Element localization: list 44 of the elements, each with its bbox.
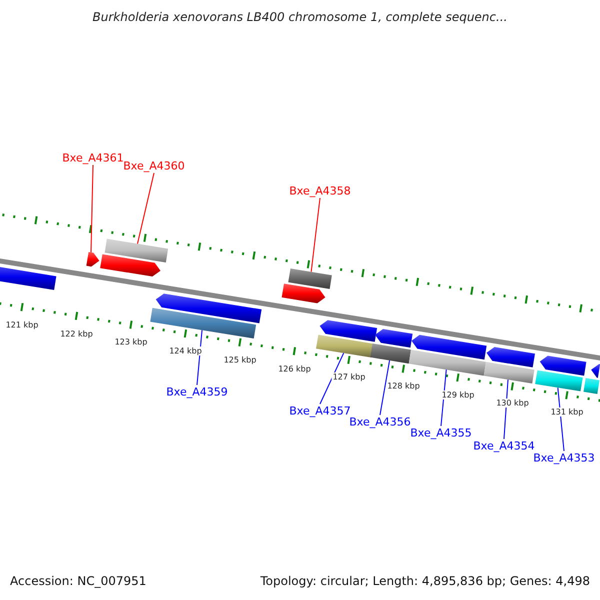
leader-line <box>90 164 94 253</box>
gene-block <box>316 334 374 358</box>
gene-block <box>486 347 535 368</box>
gene-label: Bxe_A4361 <box>62 152 124 164</box>
gene-label: Bxe_A4359 <box>166 386 228 398</box>
gene-block <box>320 320 378 342</box>
position-label: 123 kbp <box>114 338 148 347</box>
position-label: 122 kbp <box>59 329 94 338</box>
gene-block <box>150 308 256 338</box>
leader-line <box>137 172 154 244</box>
position-label: 125 kbp <box>222 355 258 364</box>
gene-block <box>282 284 326 304</box>
leader-line <box>310 198 320 272</box>
position-label: 124 kbp <box>168 346 203 356</box>
gene-label: Bxe_A4360 <box>123 160 185 172</box>
gene-label: Bxe_A4357 <box>289 404 351 418</box>
gene-block <box>370 344 411 364</box>
position-label: 128 kbp <box>386 381 421 390</box>
gene-block <box>484 362 534 384</box>
gene-block <box>104 238 168 262</box>
position-label: 126 kbp <box>277 364 312 373</box>
gene-block <box>540 356 586 376</box>
position-label: 131 kbp <box>550 408 584 416</box>
accession-label: Accession: NC_007951 <box>10 574 146 588</box>
gene-block <box>591 364 600 378</box>
leader-line <box>557 387 564 452</box>
title: Burkholderia xenovorans LB400 chromosome 1, complete sequenc... <box>92 10 508 24</box>
position-label: 121 kbp <box>4 320 40 330</box>
position-label: 130 kbp <box>495 398 530 408</box>
leader-line <box>440 369 447 426</box>
gene-label: Bxe_A4354 <box>473 440 535 452</box>
position-label: 129 kbp <box>440 390 476 400</box>
position-label: 127 kbp <box>332 372 366 382</box>
gene-label: Bxe_A4358 <box>289 184 351 198</box>
genome-summary: Topology: circular; Length: 4,895,836 bp; Genes: 4,498 <box>260 574 590 588</box>
leader-line <box>320 352 344 404</box>
gene-block <box>288 268 332 289</box>
gene-block <box>156 294 262 324</box>
gene-label: Bxe_A4353 <box>533 452 595 464</box>
leader-line <box>380 360 390 416</box>
leader-line <box>504 379 508 440</box>
gene-label: Bxe_A4356 <box>349 416 411 428</box>
gene-block <box>375 329 413 348</box>
gene-label: Bxe_A4355 <box>410 426 472 440</box>
